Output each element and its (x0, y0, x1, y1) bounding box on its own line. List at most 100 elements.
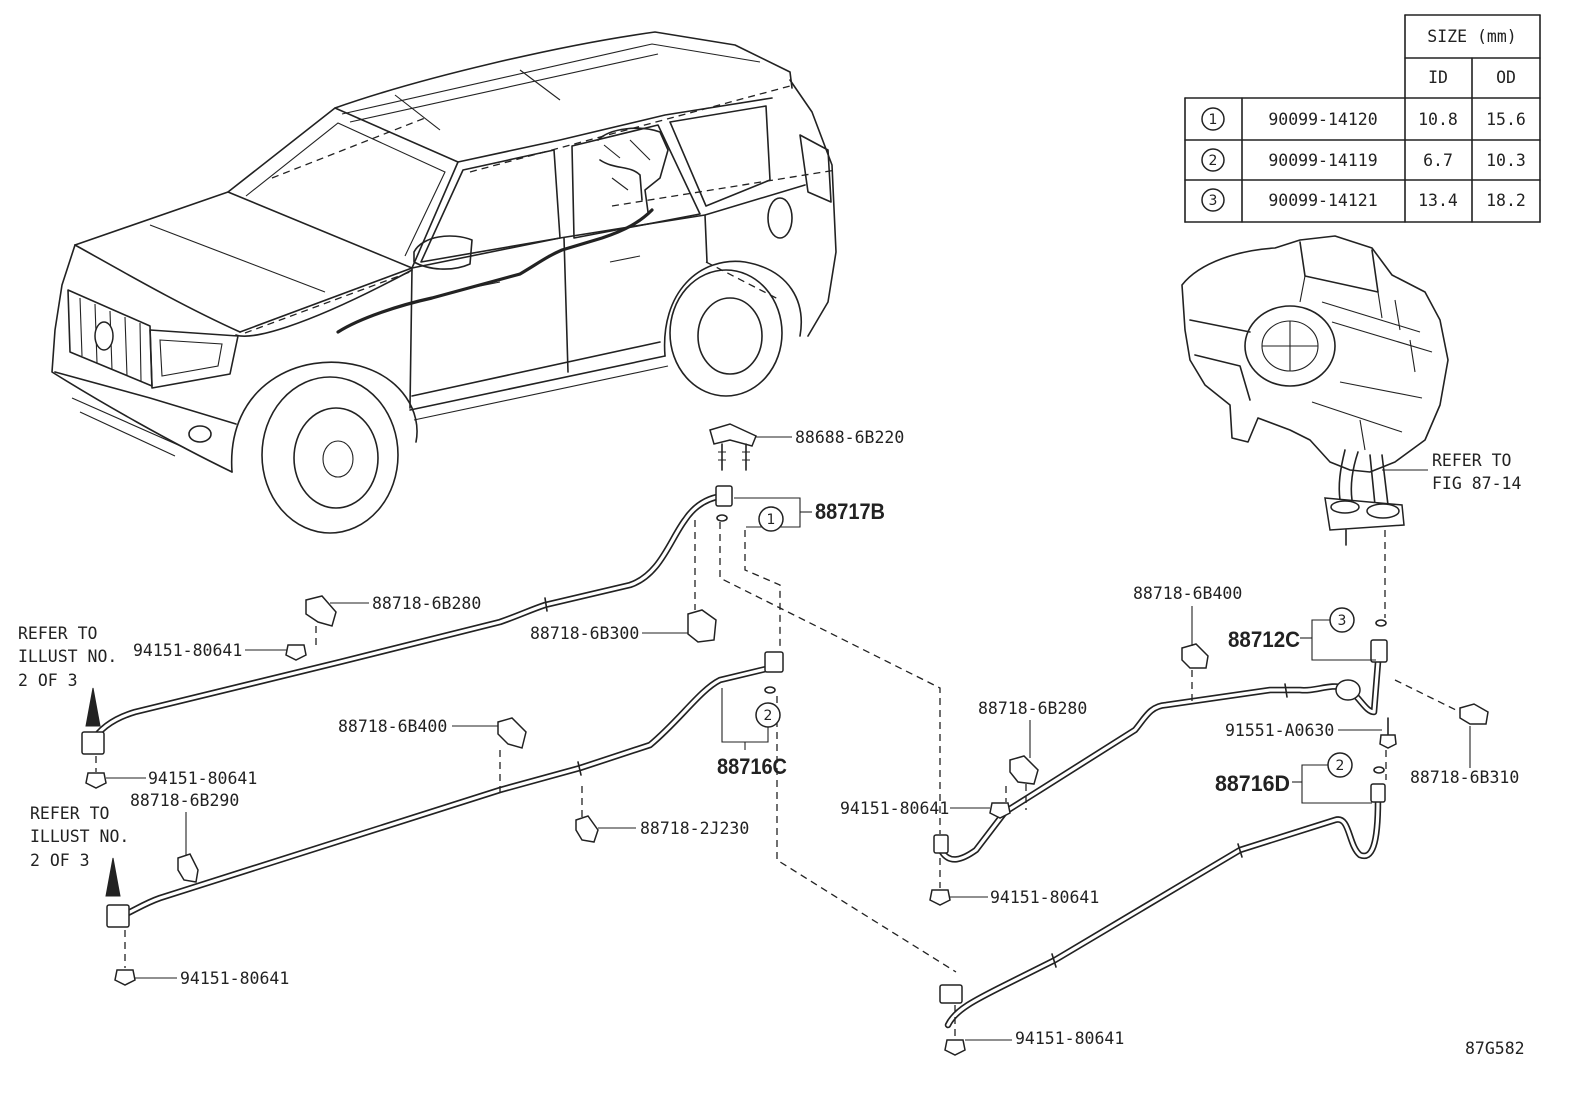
size-table-col-od: OD (1496, 68, 1516, 87)
ref-circle (758, 506, 784, 532)
nut (944, 1039, 966, 1056)
nut-label: 94151-80641 (148, 769, 257, 788)
bolt (1379, 717, 1397, 749)
pipe-fitting (715, 485, 733, 507)
ref-circle (755, 702, 781, 728)
clip-label: 88718-6B400 (338, 717, 447, 736)
note-line: 2 OF 3 (18, 671, 78, 690)
pipe-fitting (933, 834, 949, 854)
clip (177, 853, 199, 883)
nut (929, 889, 951, 906)
nut-label: 94151-80641 (990, 888, 1099, 907)
ref-circle (1201, 107, 1225, 131)
size-table-header: SIZE (mm) (1427, 27, 1516, 46)
o-ring (764, 686, 776, 694)
refer-note-upper-left: REFER TO ILLUST NO. 2 OF 3 (18, 624, 117, 727)
row-id: 13.4 (1418, 191, 1458, 210)
size-table: SIZE (mm) ID OD 1 90099-14120 10.8 15.6 … (1184, 14, 1541, 223)
clamp-bracket-88688 (709, 423, 757, 471)
nut-label: 94151-80641 (133, 641, 242, 660)
pipe-assembly-label: 88716D (1215, 771, 1290, 796)
nuts (85, 644, 1397, 1056)
row-part-no: 90099-14119 (1268, 151, 1377, 170)
up-arrow-icon (85, 687, 101, 727)
nut (85, 772, 107, 789)
o-ring (1373, 766, 1385, 774)
ref-circle (1201, 148, 1225, 172)
clamp-bracket-label: 88688-6B220 (795, 428, 904, 447)
assembly-ref: 2 (1336, 758, 1345, 774)
clip-label: 88718-6B310 (1410, 768, 1519, 787)
assembly-ref: 3 (1338, 613, 1347, 629)
pipe-88712c (938, 658, 1382, 863)
up-arrow-icon (105, 857, 121, 897)
clip (1009, 755, 1039, 785)
nut-label: 94151-80641 (1015, 1029, 1124, 1048)
pipe-fitting (1370, 639, 1388, 663)
clip-label: 88718-6B290 (130, 791, 239, 810)
ref-circle (1201, 188, 1225, 212)
row-ref: 2 (1209, 153, 1218, 169)
nut (114, 969, 136, 986)
pipe-assembly-label: 88717B (815, 499, 885, 524)
o-ring (1375, 619, 1387, 627)
row-ref: 3 (1209, 193, 1218, 209)
pipe-88717b (88, 492, 726, 746)
table-row: 1 90099-14120 10.8 15.6 (1201, 107, 1526, 131)
part-labels: 88688-6B220 88717B 88718-6B280 94151-806… (130, 428, 1519, 1048)
fittings (81, 485, 1388, 1004)
pipe-end-clip (106, 904, 130, 928)
pipe-end-clip (81, 731, 105, 755)
clip-label: 88718-2J230 (640, 819, 749, 838)
row-ref: 1 (1209, 112, 1218, 128)
row-part-no: 90099-14121 (1268, 191, 1377, 210)
leader-lines (106, 436, 1471, 1041)
o-ring (716, 514, 728, 522)
clip-label: 88718-6B280 (978, 699, 1087, 718)
clip-label: 88718-6B280 (372, 594, 481, 613)
clip-label: 88718-6B400 (1133, 584, 1242, 603)
nut-label: 94151-80641 (180, 969, 289, 988)
hvac-unit-in-vehicle (597, 127, 669, 213)
clip-label: 88718-6B300 (530, 624, 639, 643)
size-table-grid (1184, 14, 1541, 223)
ref-circle (1329, 607, 1355, 633)
bolt-label: 91551-A0630 (1225, 721, 1334, 740)
note-line: REFER TO (30, 804, 109, 823)
note-line: FIG 87-14 (1432, 474, 1521, 493)
figure-code: 87G582 (1465, 1039, 1525, 1058)
pipe-assembly-label: 88712C (1228, 627, 1300, 652)
table-row: 3 90099-14121 13.4 18.2 (1201, 188, 1526, 212)
size-table-col-id: ID (1428, 68, 1448, 87)
assembly-lines (95, 520, 1461, 1038)
vehicle-illustration (51, 31, 837, 534)
clip (687, 609, 717, 643)
note-line: REFER TO (18, 624, 97, 643)
clip (497, 717, 527, 749)
clips (177, 595, 1489, 883)
note-line: REFER TO (1432, 451, 1511, 470)
clip (1181, 643, 1209, 669)
row-od: 18.2 (1486, 191, 1526, 210)
assembly-ref: 1 (767, 512, 776, 528)
pipe-88716c (111, 664, 774, 922)
note-line: ILLUST NO. (18, 647, 117, 666)
row-id: 10.8 (1418, 110, 1458, 129)
note-line: 2 OF 3 (30, 851, 90, 870)
nut-label: 94151-80641 (840, 799, 949, 818)
clip (1459, 703, 1489, 725)
clip (575, 815, 599, 843)
assembly-ref-callouts: 1 2 3 2 (755, 506, 1355, 778)
nut (989, 802, 1011, 819)
pipe-assembly-label: 88716C (717, 754, 787, 779)
table-row: 2 90099-14119 6.7 10.3 (1201, 148, 1526, 172)
row-part-no: 90099-14120 (1268, 110, 1377, 129)
ref-circle (1327, 752, 1353, 778)
pipe-fitting (764, 651, 784, 673)
note-line: ILLUST NO. (30, 827, 129, 846)
row-od: 15.6 (1486, 110, 1526, 129)
nut (285, 644, 307, 661)
refer-note-lower-left: REFER TO ILLUST NO. 2 OF 3 (30, 804, 129, 897)
assembly-ref: 2 (764, 708, 773, 724)
